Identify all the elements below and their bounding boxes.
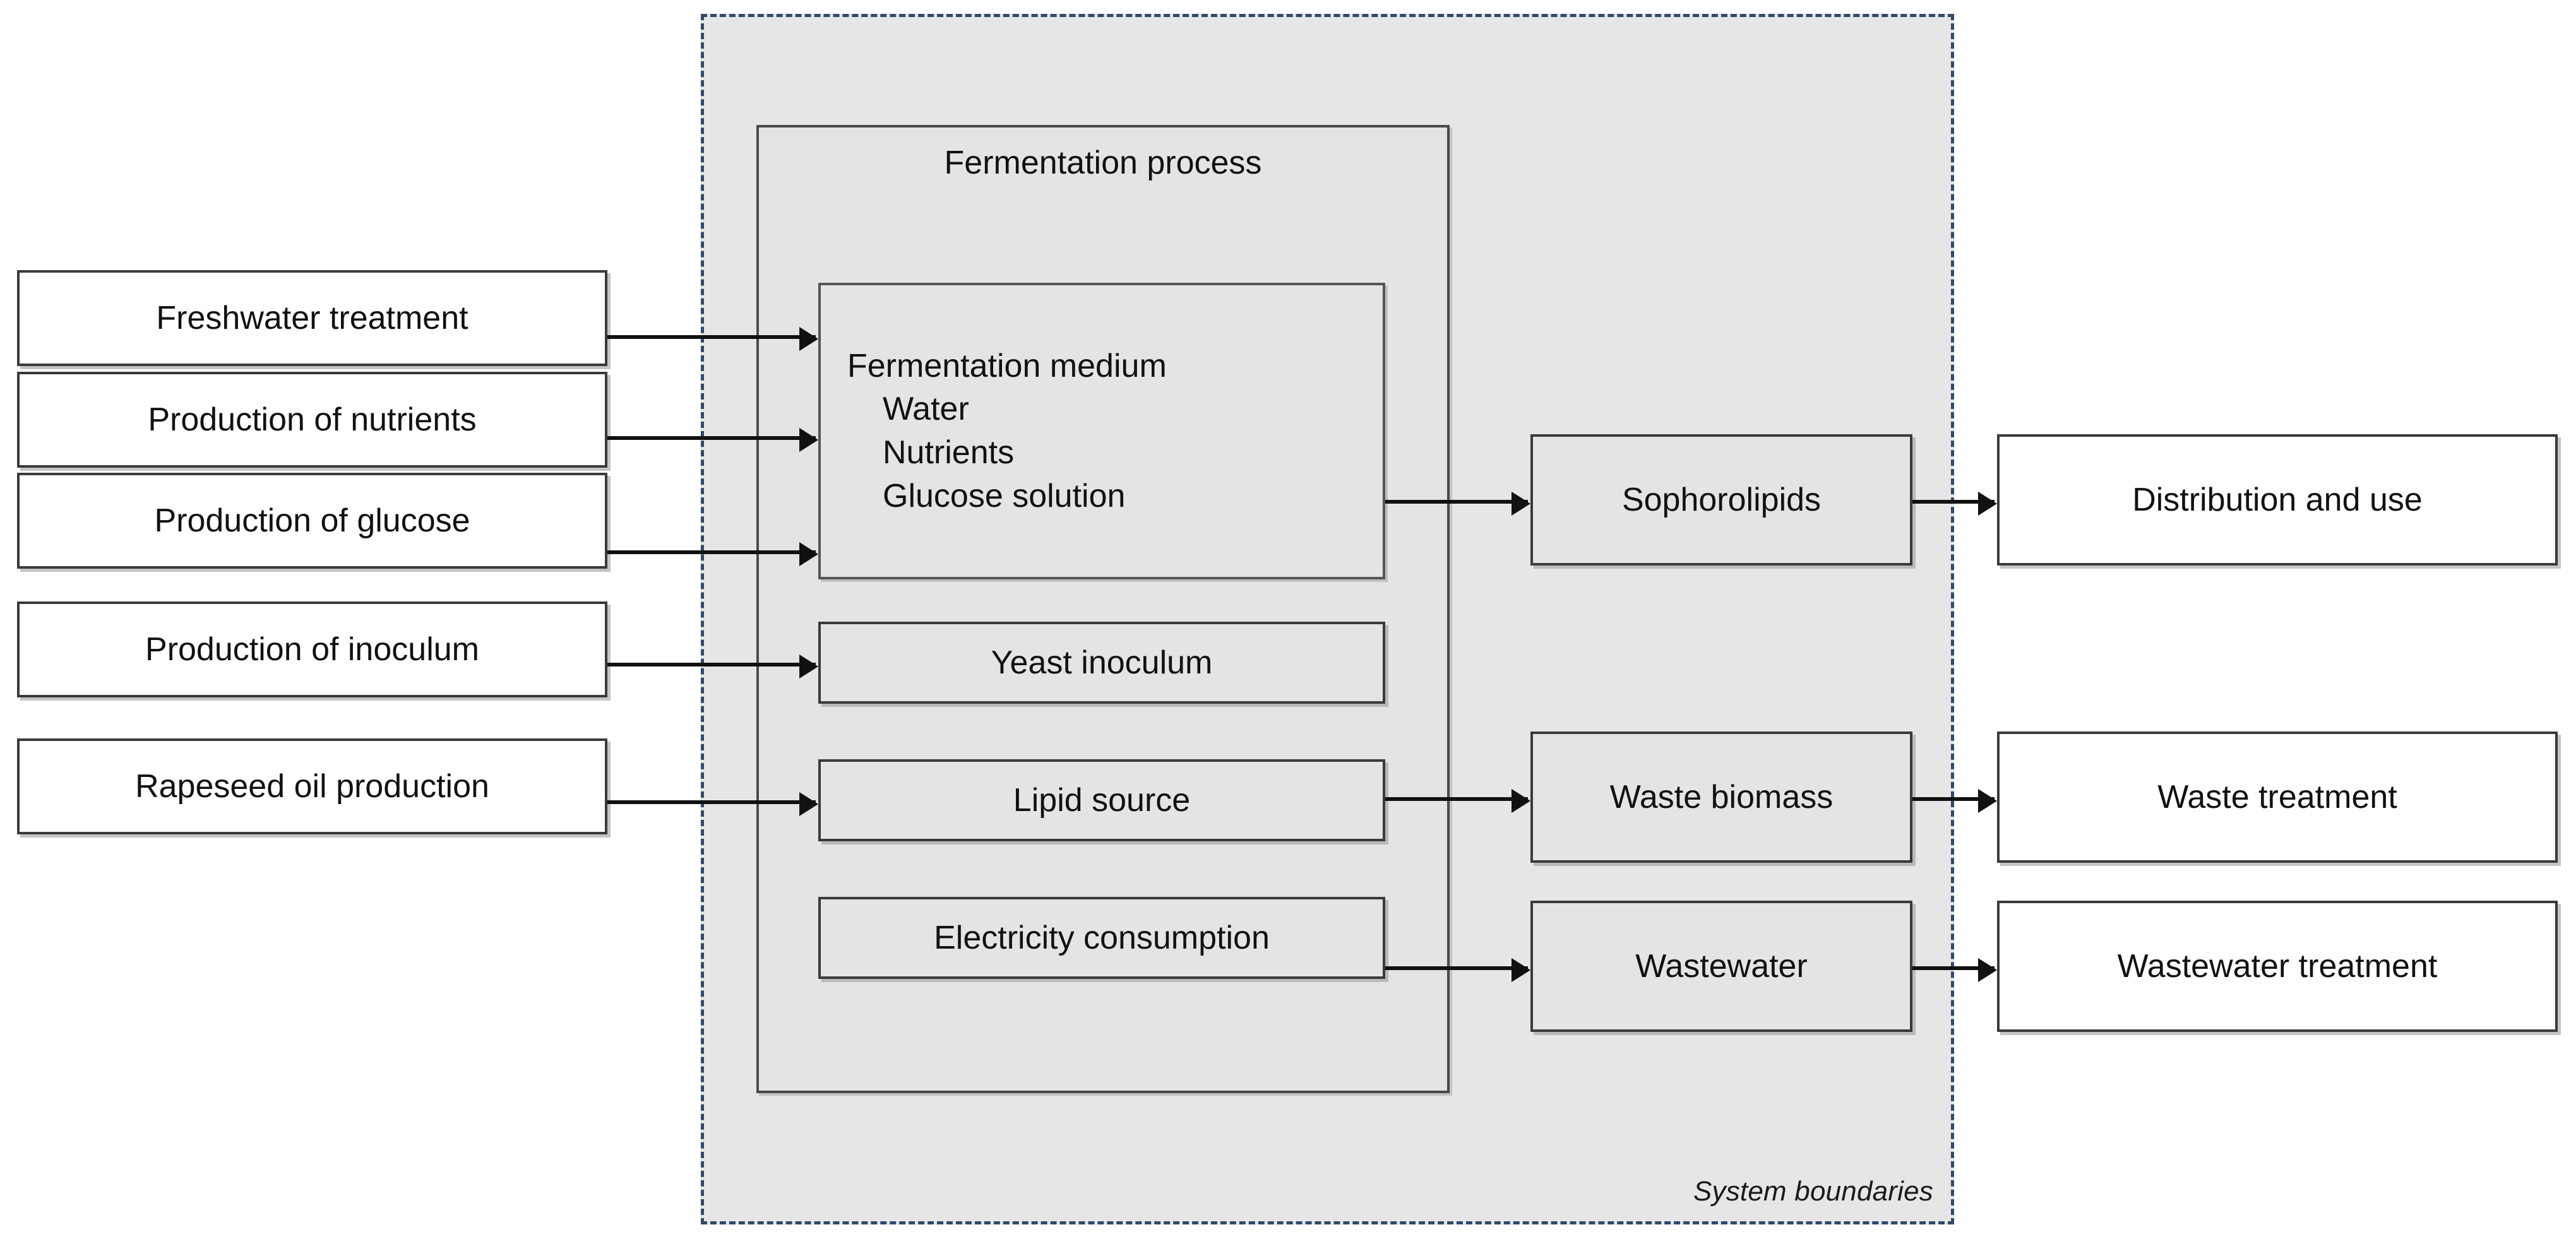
- output-label: Wastewater: [1635, 947, 1808, 985]
- input-label: Production of nutrients: [148, 401, 477, 438]
- arrow-nutrients-to-medium: [607, 428, 818, 452]
- inner-box-label: Yeast inoculum: [991, 644, 1213, 681]
- arrow-inoculum-to-yeast-inoculum: [607, 655, 818, 678]
- output-box-wastewater[interactable]: Wastewater: [1530, 901, 1912, 1032]
- system-boundaries-label: System boundaries: [1693, 1176, 1933, 1207]
- input-label: Rapeseed oil production: [135, 767, 489, 805]
- input-box-freshwater-treatment[interactable]: Freshwater treatment: [17, 270, 607, 366]
- input-label: Freshwater treatment: [156, 299, 468, 336]
- input-label: Production of inoculum: [145, 631, 479, 668]
- inner-box-electricity-consumption[interactable]: Electricity consumption: [818, 897, 1385, 979]
- fermentation-process-title: Fermentation process: [944, 145, 1262, 181]
- downstream-label: Distribution and use: [2132, 481, 2423, 518]
- fermentation-medium-item-water: Water: [883, 391, 969, 428]
- arrow-rapeseed-to-lipid-source: [607, 792, 818, 816]
- downstream-box-waste-treatment[interactable]: Waste treatment: [1997, 732, 2558, 863]
- output-label: Waste biomass: [1609, 778, 1834, 815]
- arrow-glucose-to-medium: [607, 542, 818, 566]
- input-box-production-of-inoculum[interactable]: Production of inoculum: [17, 601, 607, 697]
- fermentation-medium-box[interactable]: Fermentation medium Water Nutrients Gluc…: [818, 283, 1385, 579]
- downstream-label: Waste treatment: [2157, 778, 2397, 815]
- arrow-waste-biomass-to-waste-treatment: [1912, 789, 1997, 813]
- input-label: Production of glucose: [154, 502, 470, 539]
- arrow-sophorolipids-to-distribution: [1912, 492, 1997, 516]
- fermentation-medium-item-glucose-solution: Glucose solution: [883, 477, 1126, 514]
- fermentation-medium-item-nutrients: Nutrients: [883, 434, 1015, 471]
- output-box-sophorolipids[interactable]: Sophorolipids: [1530, 434, 1912, 566]
- arrow-freshwater-to-medium: [607, 327, 818, 351]
- input-box-rapeseed-oil-production[interactable]: Rapeseed oil production: [17, 738, 607, 834]
- arrow-wastewater-to-wastewater-treatment: [1912, 958, 1997, 982]
- inner-box-lipid-source[interactable]: Lipid source: [818, 759, 1385, 841]
- output-label: Sophorolipids: [1621, 481, 1822, 518]
- downstream-box-wastewater-treatment[interactable]: Wastewater treatment: [1997, 901, 2558, 1032]
- fermentation-medium-heading: Fermentation medium: [847, 347, 1167, 384]
- downstream-box-distribution-and-use[interactable]: Distribution and use: [1997, 434, 2558, 566]
- arrow-lipid-to-waste-biomass: [1385, 789, 1530, 813]
- inner-box-yeast-inoculum[interactable]: Yeast inoculum: [818, 622, 1385, 704]
- inner-box-label: Lipid source: [1013, 781, 1191, 819]
- inner-box-label: Electricity consumption: [934, 919, 1270, 956]
- input-box-production-of-glucose[interactable]: Production of glucose: [17, 473, 607, 569]
- downstream-label: Wastewater treatment: [2117, 947, 2438, 985]
- arrow-medium-to-sophorolipids: [1385, 492, 1530, 516]
- output-box-waste-biomass[interactable]: Waste biomass: [1530, 732, 1912, 863]
- input-box-production-of-nutrients[interactable]: Production of nutrients: [17, 372, 607, 468]
- arrow-electricity-to-wastewater: [1385, 958, 1530, 982]
